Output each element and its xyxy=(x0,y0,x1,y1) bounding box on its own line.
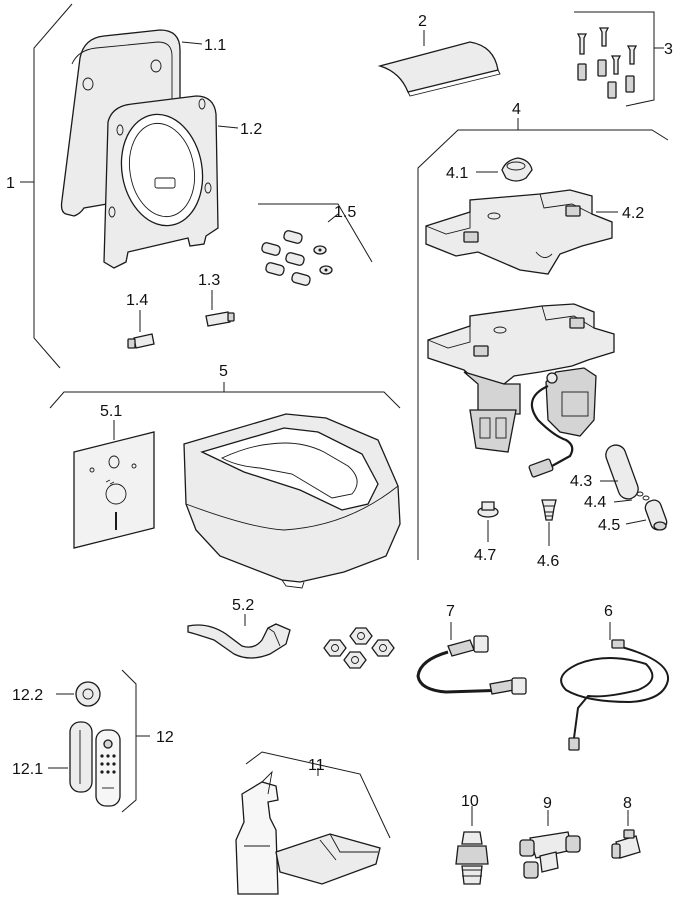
screw-set xyxy=(576,27,638,99)
callout-3: 3 xyxy=(664,41,673,58)
callout-5-1: 5.1 xyxy=(100,403,122,420)
callout-7: 7 xyxy=(446,603,455,620)
callout-4-2: 4.2 xyxy=(622,205,644,222)
callout-4: 4 xyxy=(512,101,521,118)
callout-4-6: 4.6 xyxy=(537,553,559,570)
adapter-10 xyxy=(455,831,489,885)
toilet-seat xyxy=(103,95,219,269)
callout-12-2: 12.2 xyxy=(12,687,43,704)
callout-4-1: 4.1 xyxy=(446,165,468,182)
nut-set xyxy=(323,627,395,669)
leader-1-1 xyxy=(181,41,203,45)
filter-4-6 xyxy=(541,499,557,521)
callout-1-2: 1.2 xyxy=(240,121,262,138)
flush-bend xyxy=(187,623,291,659)
hinge-pin-1-3 xyxy=(205,311,235,327)
shower-hose xyxy=(560,639,670,751)
housing-cover-4-2 xyxy=(425,189,613,275)
leader-4-4 xyxy=(613,499,633,503)
callout-4-3: 4.3 xyxy=(570,473,592,490)
callout-1-5: 1.5 xyxy=(334,204,356,221)
leader-1-2 xyxy=(217,125,239,129)
sleeve-4-3 xyxy=(605,444,639,500)
supply-hose xyxy=(416,635,527,695)
callout-9: 9 xyxy=(543,795,552,812)
group-5-bracket xyxy=(49,382,401,409)
installation-template xyxy=(73,431,155,549)
callout-1: 1 xyxy=(6,175,15,192)
callout-5-2: 5.2 xyxy=(232,597,254,614)
callout-10: 10 xyxy=(461,793,479,810)
callout-4-5: 4.5 xyxy=(598,517,620,534)
group-1-bracket xyxy=(20,3,73,369)
callout-1-3: 1.3 xyxy=(198,272,220,289)
o-rings-4-4 xyxy=(636,491,650,501)
group-1-5-bracket xyxy=(258,203,373,263)
toilet-bowl xyxy=(183,413,401,589)
group-4-bracket xyxy=(417,118,669,560)
cover-plate xyxy=(377,41,501,97)
cleaning-cloth xyxy=(275,833,381,885)
callout-12: 12 xyxy=(156,729,174,746)
leader-4-5 xyxy=(625,519,647,525)
wall-mount-12-2 xyxy=(75,681,101,707)
valve-4-7 xyxy=(477,501,499,518)
tee-fitting-9 xyxy=(519,831,581,879)
callout-2: 2 xyxy=(418,13,427,30)
angle-fitting-8 xyxy=(611,829,641,859)
remote-control xyxy=(95,729,121,807)
buffer-set xyxy=(261,230,333,286)
group-11-bracket xyxy=(245,751,391,839)
callout-4-4: 4.4 xyxy=(584,494,606,511)
callout-8: 8 xyxy=(623,795,632,812)
hinge-pin-1-4 xyxy=(127,333,155,349)
callout-12-1: 12.1 xyxy=(12,761,43,778)
callout-5: 5 xyxy=(219,363,228,380)
spray-bottle xyxy=(235,770,279,895)
knob-4-1 xyxy=(501,157,533,182)
callout-6: 6 xyxy=(604,603,613,620)
group-3-bracket xyxy=(574,11,664,107)
callout-1-4: 1.4 xyxy=(126,292,148,309)
group-12-bracket xyxy=(121,669,150,813)
callout-1-1: 1.1 xyxy=(204,37,226,54)
callout-11: 11 xyxy=(308,757,325,774)
remote-holder-12-1 xyxy=(69,721,93,793)
callout-4-7: 4.7 xyxy=(474,547,496,564)
nozzle-4-5 xyxy=(644,499,668,531)
functional-unit xyxy=(427,303,615,478)
